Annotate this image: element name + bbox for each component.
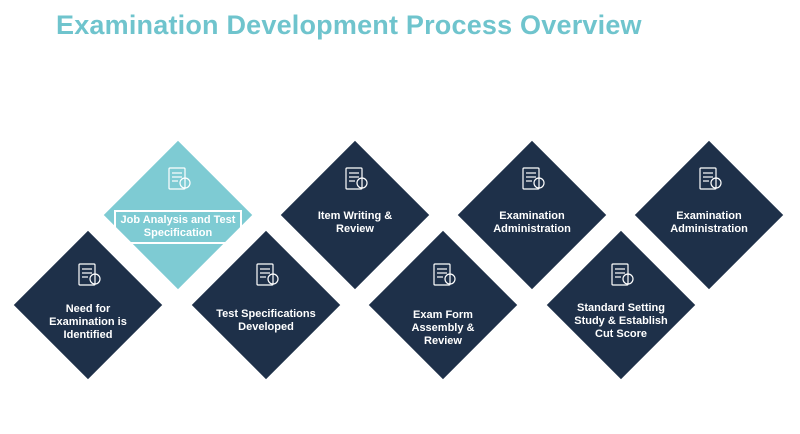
step-label-6: Examination Administration [493, 210, 571, 235]
step-6-diamond [452, 135, 612, 295]
diamond-shape [363, 225, 523, 385]
step-7-diamond [541, 225, 701, 385]
page-title: Examination Development Process Overview [56, 10, 642, 40]
diamond-shape [8, 225, 168, 385]
diamond-shape [186, 225, 346, 385]
document-pen-icon [345, 167, 368, 190]
checklist-icon [699, 167, 722, 190]
step-label-4: Item Writing & Review [317, 210, 393, 235]
people-chart-icon [611, 263, 634, 286]
person-laptop-icon [522, 167, 545, 190]
diamond-shape [275, 135, 435, 295]
hands-gear-icon [168, 167, 191, 190]
step-5-diamond [363, 225, 523, 385]
step-1-diamond [8, 225, 168, 385]
step-8-diamond [629, 135, 789, 295]
step-label-1: Need for Examination is Identified [49, 303, 127, 341]
diamond-shape [98, 135, 258, 295]
document-search-icon [433, 263, 456, 286]
document-gear-icon [78, 263, 101, 286]
diamond-shape [629, 135, 789, 295]
step-4-diamond [275, 135, 435, 295]
step-label-7: Standard Setting Study & Establish Cut S… [574, 302, 668, 340]
hand-gear-icon [256, 263, 279, 286]
step-3-diamond [186, 225, 346, 385]
step-label-8: Examination Administration [670, 210, 748, 235]
step-label-3: Test Specifications Developed [216, 308, 316, 333]
step-label-2: Job Analysis and Test Specification [114, 210, 242, 244]
diamond-shape [452, 135, 612, 295]
step-label-5: Exam Form Assembly & Review [411, 309, 475, 347]
diamond-shape [541, 225, 701, 385]
step-2-diamond [98, 135, 258, 295]
